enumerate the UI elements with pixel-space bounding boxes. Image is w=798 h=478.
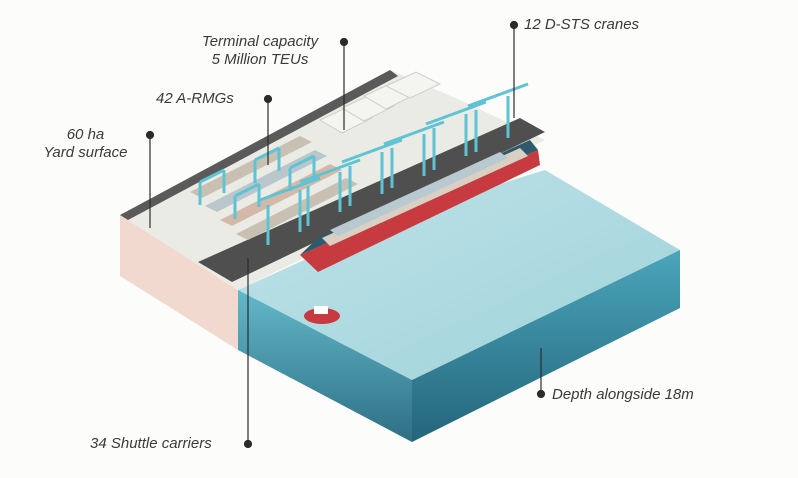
container-stack <box>190 136 312 198</box>
capacity-dot <box>339 37 349 47</box>
leader-lines <box>145 20 546 449</box>
sts-cranes-label: 12 D-STS cranes <box>524 16 640 33</box>
cranes-dot <box>509 20 519 30</box>
yard-surface-value: 60 ha <box>66 126 105 143</box>
terminal-capacity-value: 5 Million TEUs <box>211 51 309 68</box>
warehouses <box>318 71 442 134</box>
sts-cranes <box>259 82 529 245</box>
ship-cargo <box>322 148 528 246</box>
yard-surface-label: 60 ha Yard surface <box>28 126 143 162</box>
sts-crane <box>425 100 487 170</box>
warehouse <box>384 71 442 99</box>
quay-road <box>198 118 545 282</box>
shuttle-dot <box>243 439 253 449</box>
container-ship <box>300 140 540 272</box>
sts-crane <box>383 120 445 188</box>
rmg-crane <box>253 146 281 183</box>
terminal-capacity-title: Terminal capacity <box>201 33 319 50</box>
sts-crane <box>467 82 529 152</box>
rmg-crane <box>233 182 261 219</box>
shuttle-carriers-label: 34 Shuttle carriers <box>90 435 212 452</box>
depth-dot <box>536 389 546 399</box>
land-front-face <box>120 215 238 350</box>
rmg-dot <box>263 94 273 104</box>
yard-dot <box>145 130 155 140</box>
water-left-face <box>238 290 412 442</box>
tugboat <box>304 306 340 324</box>
sts-crane <box>259 176 321 245</box>
container-stack <box>220 164 342 226</box>
tug-cabin <box>314 306 328 314</box>
rmg-cranes-label: 42 A-RMGs <box>156 90 234 107</box>
water-basin <box>238 170 680 442</box>
ship-hull <box>300 150 540 272</box>
water-right-face <box>412 250 680 442</box>
depth-label: Depth alongside 18m <box>552 386 694 403</box>
rmg-crane <box>198 168 226 205</box>
tug-hull <box>304 308 340 324</box>
ship-cargo <box>330 152 508 236</box>
sts-crane <box>299 158 361 226</box>
water-top-surface <box>238 170 680 380</box>
sts-crane <box>341 138 403 206</box>
yard-surface-title: Yard surface <box>43 144 128 161</box>
rmg-cranes <box>198 146 316 219</box>
back-road <box>120 70 398 220</box>
rmg-crane <box>288 154 316 191</box>
terminal-capacity-label: Terminal capacity 5 Million TEUs <box>186 33 334 69</box>
